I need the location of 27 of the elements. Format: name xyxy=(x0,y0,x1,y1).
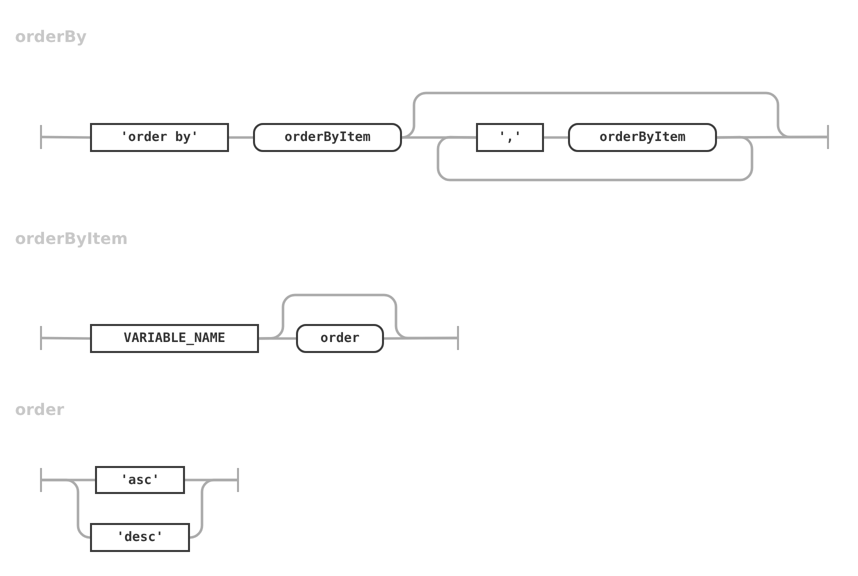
symbol-name: VARIABLE_NAME xyxy=(124,331,226,346)
connector-line xyxy=(42,478,91,539)
terminal-box xyxy=(90,324,259,353)
nonterminal-box xyxy=(568,123,717,152)
terminal-box xyxy=(476,123,544,152)
symbol-name: 'desc' xyxy=(116,530,164,545)
connector-line xyxy=(402,136,476,139)
connector-line xyxy=(544,136,568,139)
connector-line xyxy=(401,92,827,139)
nonterminal-box xyxy=(253,123,402,152)
nonterminal-box xyxy=(296,324,384,353)
connector-line xyxy=(436,136,754,182)
symbol-name: ',' xyxy=(498,130,522,145)
connector-line xyxy=(42,136,90,139)
connector-line xyxy=(42,336,90,340)
symbol-name: orderByItem xyxy=(284,130,371,145)
terminal-box xyxy=(90,123,229,152)
terminal-box xyxy=(90,523,190,552)
symbol-name: order xyxy=(320,331,360,346)
connector-line xyxy=(258,294,457,340)
terminal-box xyxy=(95,466,185,494)
connector-line xyxy=(189,478,237,539)
connector-line xyxy=(229,136,253,139)
symbol-name: 'asc' xyxy=(120,472,160,488)
connector-line xyxy=(259,337,296,340)
symbol-name: 'order by' xyxy=(120,130,199,145)
symbol-name: orderByItem xyxy=(599,130,686,145)
